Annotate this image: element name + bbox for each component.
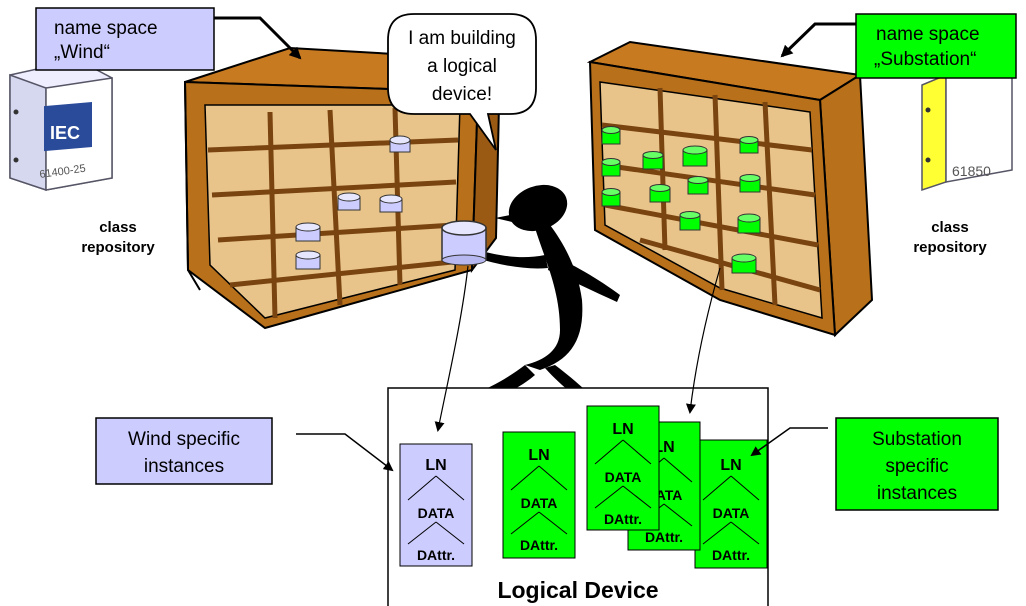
speech-line-3: device! bbox=[432, 84, 492, 105]
wind-canister-icon bbox=[295, 250, 321, 270]
repo-right-line-1: class bbox=[931, 219, 969, 236]
data-label: DATA bbox=[713, 505, 750, 521]
book-left-logo: IEC bbox=[50, 123, 80, 143]
namespace-wind-line-2: „Wind“ bbox=[54, 42, 110, 63]
namespace-substation-arrow bbox=[780, 22, 856, 58]
substation-ln-card: LN DATA DAttr. bbox=[586, 405, 660, 531]
wind-canister-icon bbox=[337, 192, 361, 211]
speech-line-2: a logical bbox=[427, 56, 497, 77]
namespace-substation-line-2: „Substation“ bbox=[874, 49, 976, 70]
ln-label: LN bbox=[720, 457, 741, 474]
substation-instances-box: Substation specific instances bbox=[835, 417, 999, 511]
substation-ln-card: LN DATA DAttr. bbox=[502, 431, 576, 559]
substation-canister-icon bbox=[739, 174, 761, 193]
wind-instances-box: Wind specific instances bbox=[95, 417, 273, 485]
substation-instance-arrow bbox=[685, 267, 721, 414]
substation-canister-icon bbox=[687, 176, 709, 195]
dattr-label: DAttr. bbox=[604, 511, 642, 527]
namespace-substation-box: name space „Substation“ bbox=[855, 13, 1017, 79]
wind-instances-arrow bbox=[296, 433, 394, 472]
substation-canister-icon bbox=[601, 188, 621, 207]
substation-instances-line-2: specific bbox=[885, 456, 948, 477]
substation-canister-icon bbox=[739, 136, 759, 154]
wind-canister-icon bbox=[389, 135, 411, 153]
substation-instances-line-3: instances bbox=[877, 483, 957, 504]
substation-canister-icon bbox=[682, 145, 708, 167]
dattr-label: DAttr. bbox=[520, 537, 558, 553]
substation-canister-icon bbox=[601, 126, 621, 145]
wind-instances-line-1: Wind specific bbox=[128, 429, 240, 450]
data-label: DATA bbox=[521, 495, 558, 511]
data-label: DATA bbox=[605, 469, 642, 485]
substation-canister-icon bbox=[679, 211, 701, 231]
data-label: DATA bbox=[418, 505, 455, 521]
namespace-wind-arrow bbox=[214, 16, 302, 60]
held-wind-canister-icon bbox=[441, 220, 487, 266]
substation-canister-icon bbox=[642, 151, 664, 170]
wind-canister-icon bbox=[379, 194, 403, 213]
dattr-label: DAttr. bbox=[645, 529, 683, 545]
substation-ln-card: LN DATA DAttr. bbox=[694, 439, 768, 569]
right-class-repository-shelf bbox=[586, 40, 874, 338]
ln-label: LN bbox=[528, 447, 549, 464]
wind-canister-icon bbox=[295, 222, 321, 242]
wind-class-canisters bbox=[295, 135, 411, 270]
book-right-code: 61850 bbox=[952, 163, 991, 179]
book-right-logo: IEC bbox=[962, 120, 992, 140]
namespace-substation-line-1: name space bbox=[876, 24, 980, 45]
repo-left-line-1: class bbox=[99, 219, 137, 236]
substation-instances-arrow bbox=[750, 427, 828, 457]
substation-canister-icon bbox=[649, 184, 671, 203]
dattr-label: DAttr. bbox=[417, 547, 455, 563]
ln-label: LN bbox=[612, 421, 633, 438]
wind-ln-card: LN DATA DAttr. bbox=[399, 443, 473, 567]
substation-canister-icon bbox=[731, 253, 757, 274]
speech-line-1: I am building bbox=[408, 28, 516, 49]
substation-canister-icon bbox=[737, 213, 761, 234]
substation-canister-icon bbox=[601, 158, 621, 177]
substation-instances-line-1: Substation bbox=[872, 429, 962, 450]
namespace-wind-box: name space „Wind“ bbox=[35, 7, 215, 71]
iec-61400-25-binder-icon: IEC 61400-25 bbox=[9, 59, 113, 192]
ln-label: LN bbox=[425, 457, 446, 474]
dattr-label: DAttr. bbox=[712, 547, 750, 563]
logical-device-title: Logical Device bbox=[497, 577, 658, 603]
wind-instance-arrow bbox=[434, 265, 469, 432]
namespace-wind-line-1: name space bbox=[54, 18, 158, 39]
speech-bubble: I am building a logical device! bbox=[387, 13, 537, 151]
repo-left-line-2: repository bbox=[81, 239, 155, 256]
substation-class-canisters bbox=[601, 126, 761, 274]
wind-instances-line-2: instances bbox=[144, 456, 224, 477]
repo-right-line-2: repository bbox=[913, 239, 987, 256]
